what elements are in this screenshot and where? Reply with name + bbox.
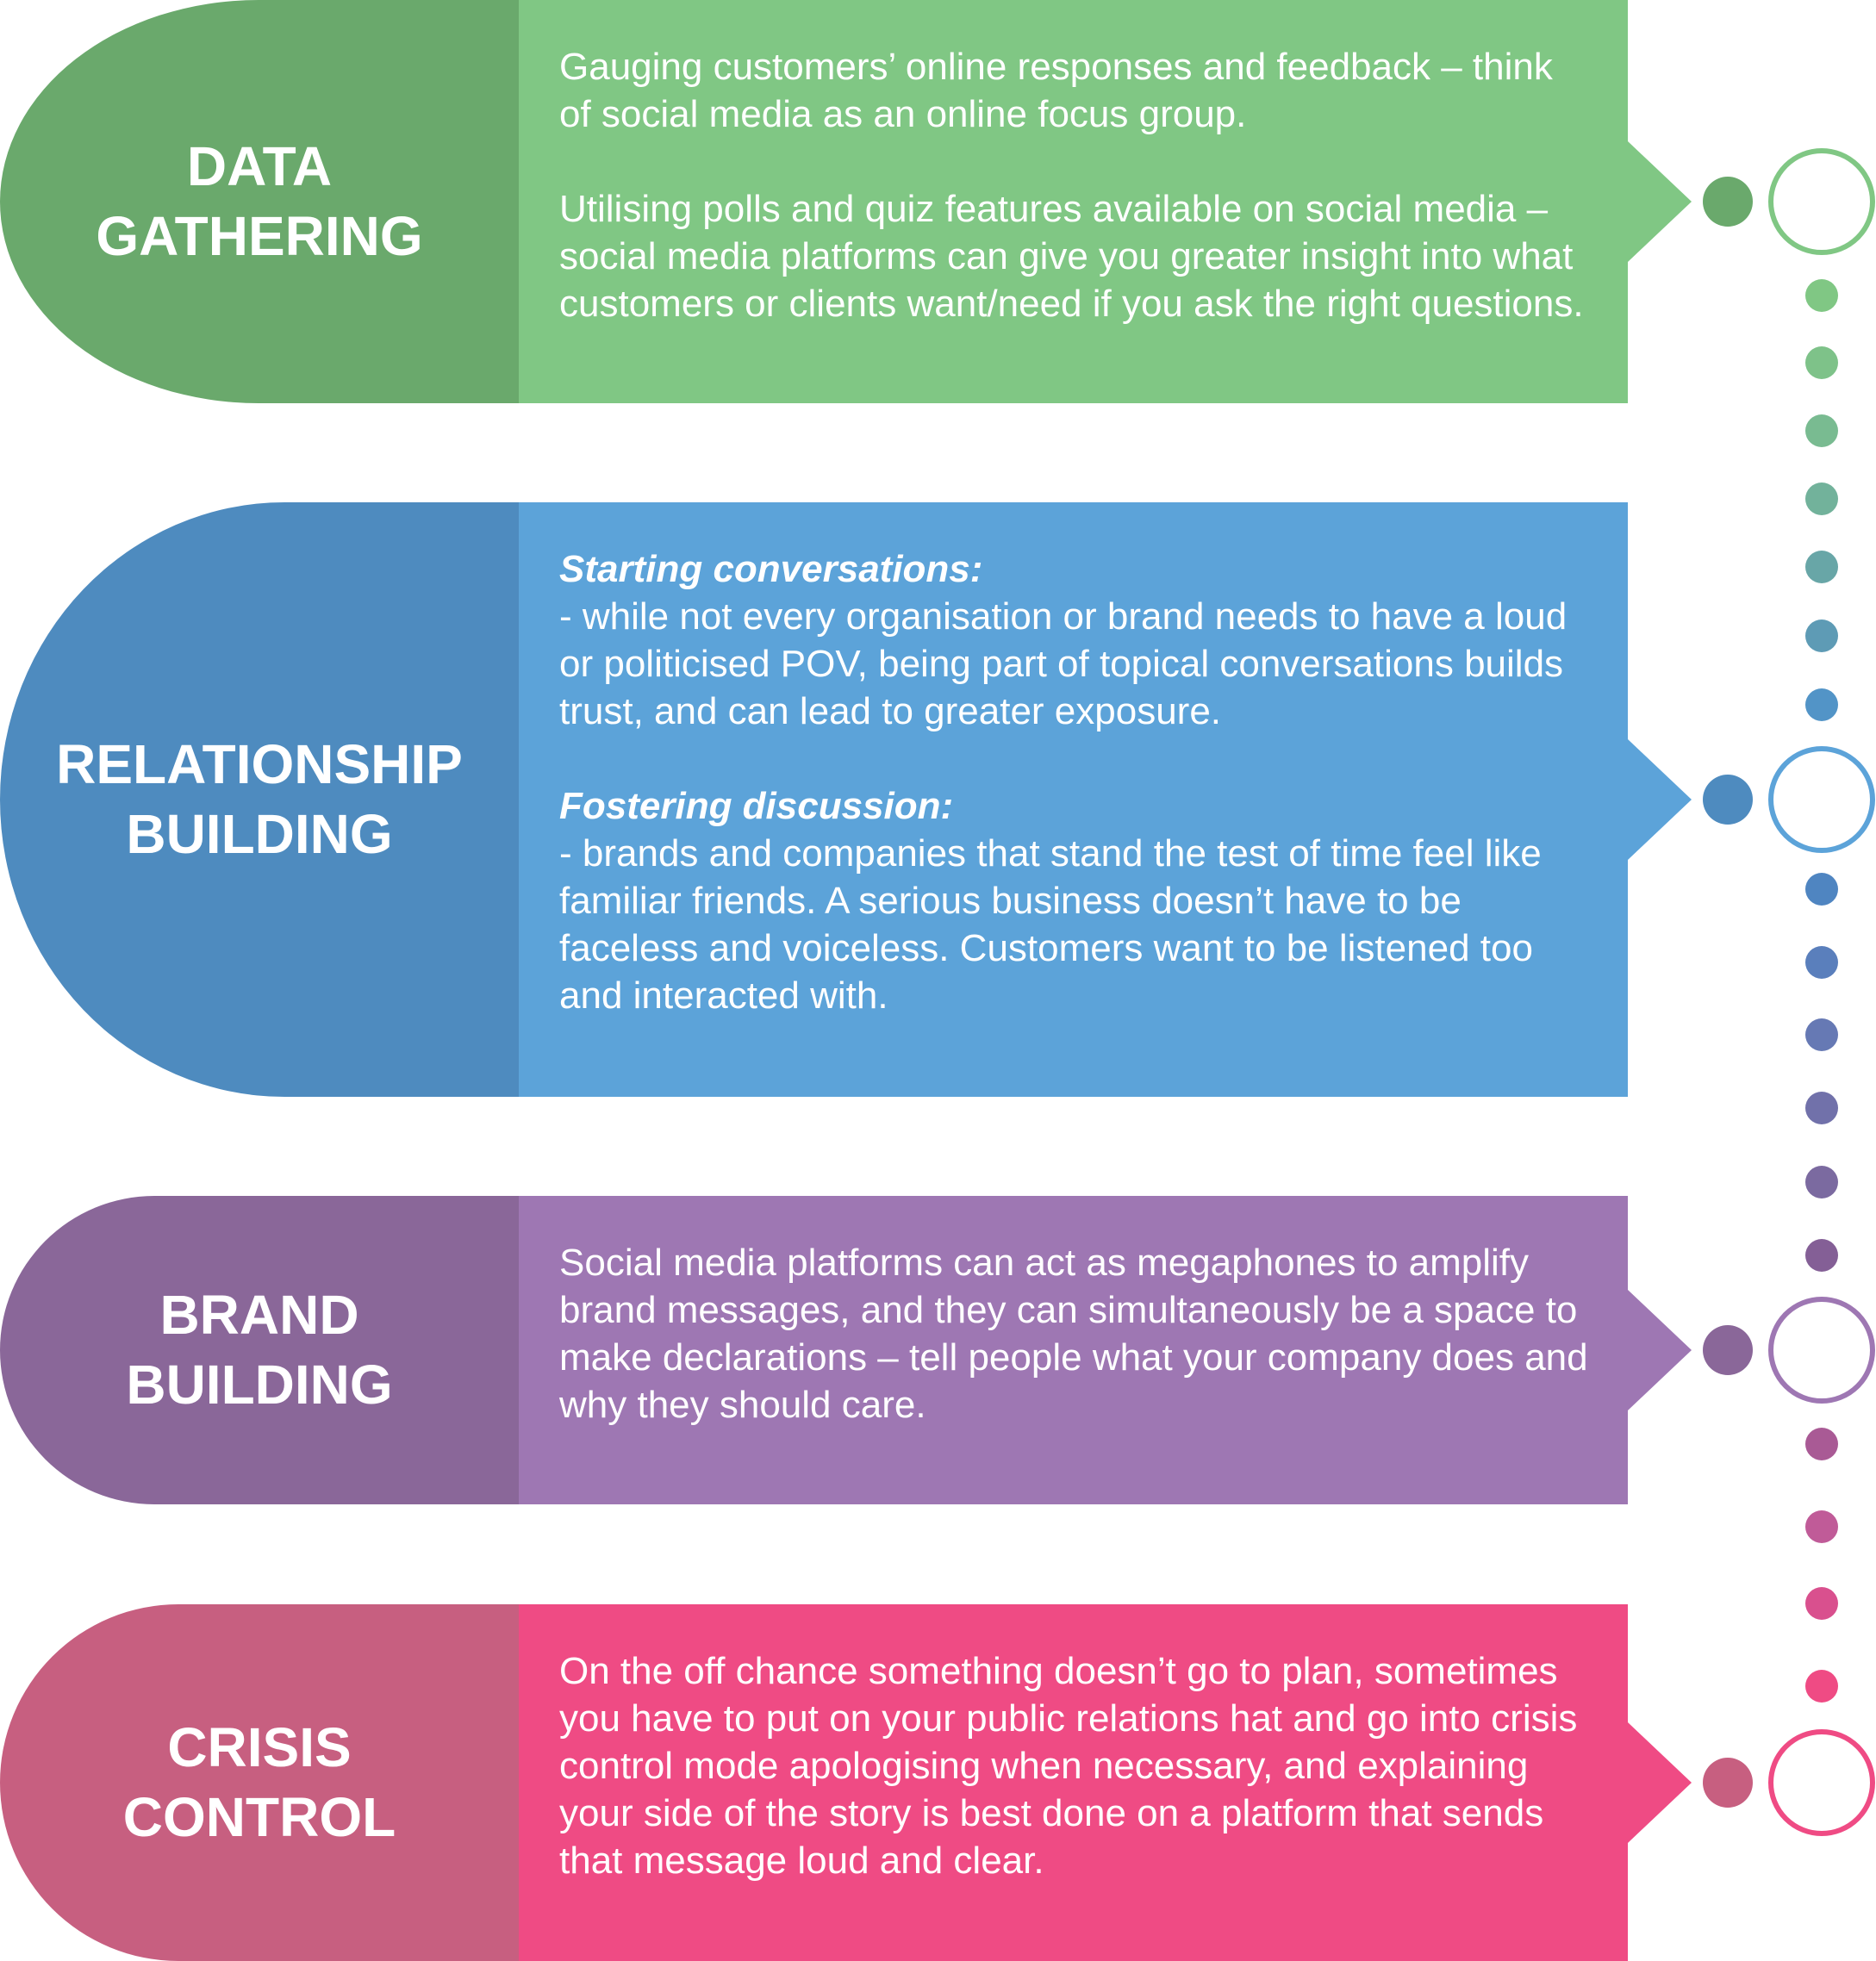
relationship-building-title: RELATIONSHIP BUILDING (0, 502, 519, 1097)
paragraph-heading: Starting conversations: (559, 548, 983, 590)
connector-dot (1805, 688, 1838, 721)
title-line: DATA (186, 134, 333, 197)
crisis-control-node-dot (1703, 1758, 1753, 1808)
connector-dot (1805, 946, 1838, 979)
crisis-control-description: On the off chance something doesn’t go t… (519, 1604, 1628, 1961)
data-gathering-description: Gauging customers’ online responses and … (519, 0, 1628, 403)
description-paragraph: Utilising polls and quiz features availa… (559, 185, 1593, 327)
brand-building-description: Social media platforms can act as megaph… (519, 1196, 1628, 1504)
relationship-building-node-ring (1768, 746, 1875, 853)
connector-dot (1805, 1239, 1838, 1272)
title-line: BRAND (159, 1283, 359, 1346)
connector-dot (1805, 482, 1838, 515)
title-line: RELATIONSHIP (56, 732, 463, 795)
brand-building-node-dot (1703, 1325, 1753, 1375)
data-gathering-node-ring (1768, 148, 1875, 255)
paragraph-text: - while not every organisation or brand … (559, 595, 1567, 732)
brand-building-block: BRAND BUILDING Social media platforms can … (0, 1196, 1628, 1504)
paragraph-text: Gauging customers’ online responses and … (559, 46, 1553, 135)
connector-dot (1805, 1092, 1838, 1124)
title-line: BUILDING (126, 803, 393, 865)
relationship-building-node-dot (1703, 775, 1753, 825)
paragraph-heading: Fostering discussion: (559, 785, 954, 827)
crisis-control-title: CRISIS CONTROL (0, 1604, 519, 1961)
crisis-control-arrow-pointer (1628, 1722, 1692, 1843)
relationship-building-description: Starting conversations: - while not every… (519, 502, 1628, 1097)
data-gathering-node-dot (1703, 177, 1753, 227)
brand-building-node-ring (1768, 1297, 1875, 1404)
connector-dot (1805, 1018, 1838, 1051)
description-paragraph: On the off chance something doesn’t go t… (559, 1647, 1593, 1884)
description-paragraph: Gauging customers’ online responses and … (559, 43, 1593, 138)
data-gathering-title: DATA GATHERING (0, 0, 519, 403)
paragraph-text: Utilising polls and quiz features availa… (559, 188, 1584, 325)
connector-dot (1805, 279, 1838, 312)
relationship-building-block: RELATIONSHIP BUILDING Starting conversatio… (0, 502, 1628, 1097)
title-line: BUILDING (126, 1354, 393, 1416)
connector-dot (1805, 414, 1838, 447)
connector-dot (1805, 551, 1838, 583)
connector-dot (1805, 346, 1838, 379)
paragraph-text: Social media platforms can act as megaph… (559, 1242, 1588, 1426)
description-paragraph: Social media platforms can act as megaph… (559, 1239, 1593, 1429)
paragraph-text: - brands and companies that stand the te… (559, 832, 1542, 1017)
connector-dot (1805, 1428, 1838, 1460)
crisis-control-block: CRISIS CONTROL On the off chance something… (0, 1604, 1628, 1961)
data-gathering-block: DATA GATHERING Gauging customers’ online r… (0, 0, 1628, 403)
relationship-building-arrow-pointer (1628, 739, 1692, 860)
connector-dot (1805, 1166, 1838, 1198)
title-line: GATHERING (96, 205, 423, 267)
connector-dot (1805, 1510, 1838, 1543)
paragraph-text: On the off chance something doesn’t go t… (559, 1650, 1578, 1882)
title-line: CRISIS (167, 1715, 352, 1778)
description-paragraph: Fostering discussion: - brands and compan… (559, 782, 1593, 1019)
brand-building-title: BRAND BUILDING (0, 1196, 519, 1504)
title-line: CONTROL (122, 1786, 396, 1848)
data-gathering-arrow-pointer (1628, 141, 1692, 262)
connector-dot (1805, 873, 1838, 906)
brand-building-arrow-pointer (1628, 1290, 1692, 1410)
description-paragraph: Starting conversations: - while not every… (559, 545, 1593, 735)
connector-dot (1805, 619, 1838, 652)
connector-dot (1805, 1670, 1838, 1703)
crisis-control-node-ring (1768, 1729, 1875, 1836)
connector-dot (1805, 1587, 1838, 1620)
